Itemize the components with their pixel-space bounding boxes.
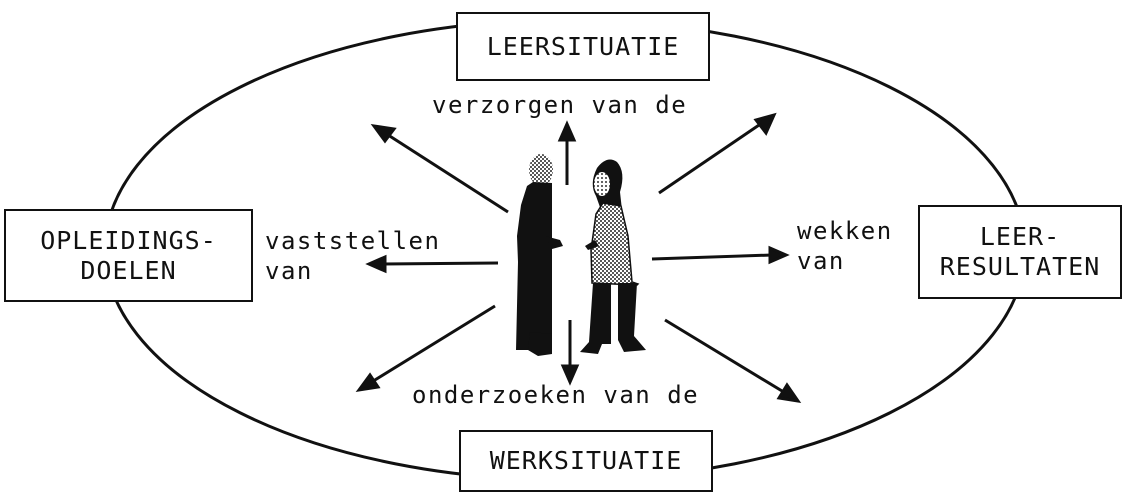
box-opleidingsdoelen-line1: OPLEIDINGS- (40, 225, 217, 255)
label-wekken-line2: van (797, 247, 845, 275)
man-figure (516, 154, 563, 356)
box-leerresultaten: LEER- RESULTATEN (918, 205, 1122, 299)
arrow-up-left (370, 123, 509, 214)
arrow-down-right (664, 318, 802, 404)
box-leersituatie-text: LEERSITUATIE (486, 31, 680, 61)
label-vaststellen-line2: van (265, 257, 313, 285)
box-werksituatie-text: WERKSITUATIE (489, 446, 683, 475)
label-onderzoeken: onderzoeken van de (412, 380, 699, 410)
label-verzorgen: verzorgen van de (432, 90, 687, 120)
label-verzorgen-text: verzorgen van de (432, 91, 688, 119)
arrow-left (365, 254, 499, 274)
box-werksituatie: WERKSITUATIE (459, 430, 713, 492)
arrow-down-left (355, 304, 496, 393)
label-onderzoeken-text: onderzoeken van de (412, 381, 700, 409)
label-wekken: wekken van (797, 216, 893, 276)
label-vaststellen: vaststellen van (265, 226, 440, 286)
label-wekken-line1: wekken (797, 217, 893, 245)
box-leersituatie: LEERSITUATIE (456, 12, 710, 81)
woman-figure (580, 159, 646, 354)
box-opleidingsdoelen-line2: DOELEN (80, 255, 177, 285)
arrow-right (651, 245, 790, 265)
arrow-up-right (658, 112, 777, 195)
box-leerresultaten-line2: RESULTATEN (939, 252, 1101, 281)
label-vaststellen-line1: vaststellen (265, 227, 441, 255)
box-opleidingsdoelen: OPLEIDINGS- DOELEN (4, 209, 253, 302)
box-leerresultaten-line1: LEER- (979, 222, 1061, 251)
arrow-down (560, 320, 580, 386)
arrow-up (557, 120, 577, 185)
